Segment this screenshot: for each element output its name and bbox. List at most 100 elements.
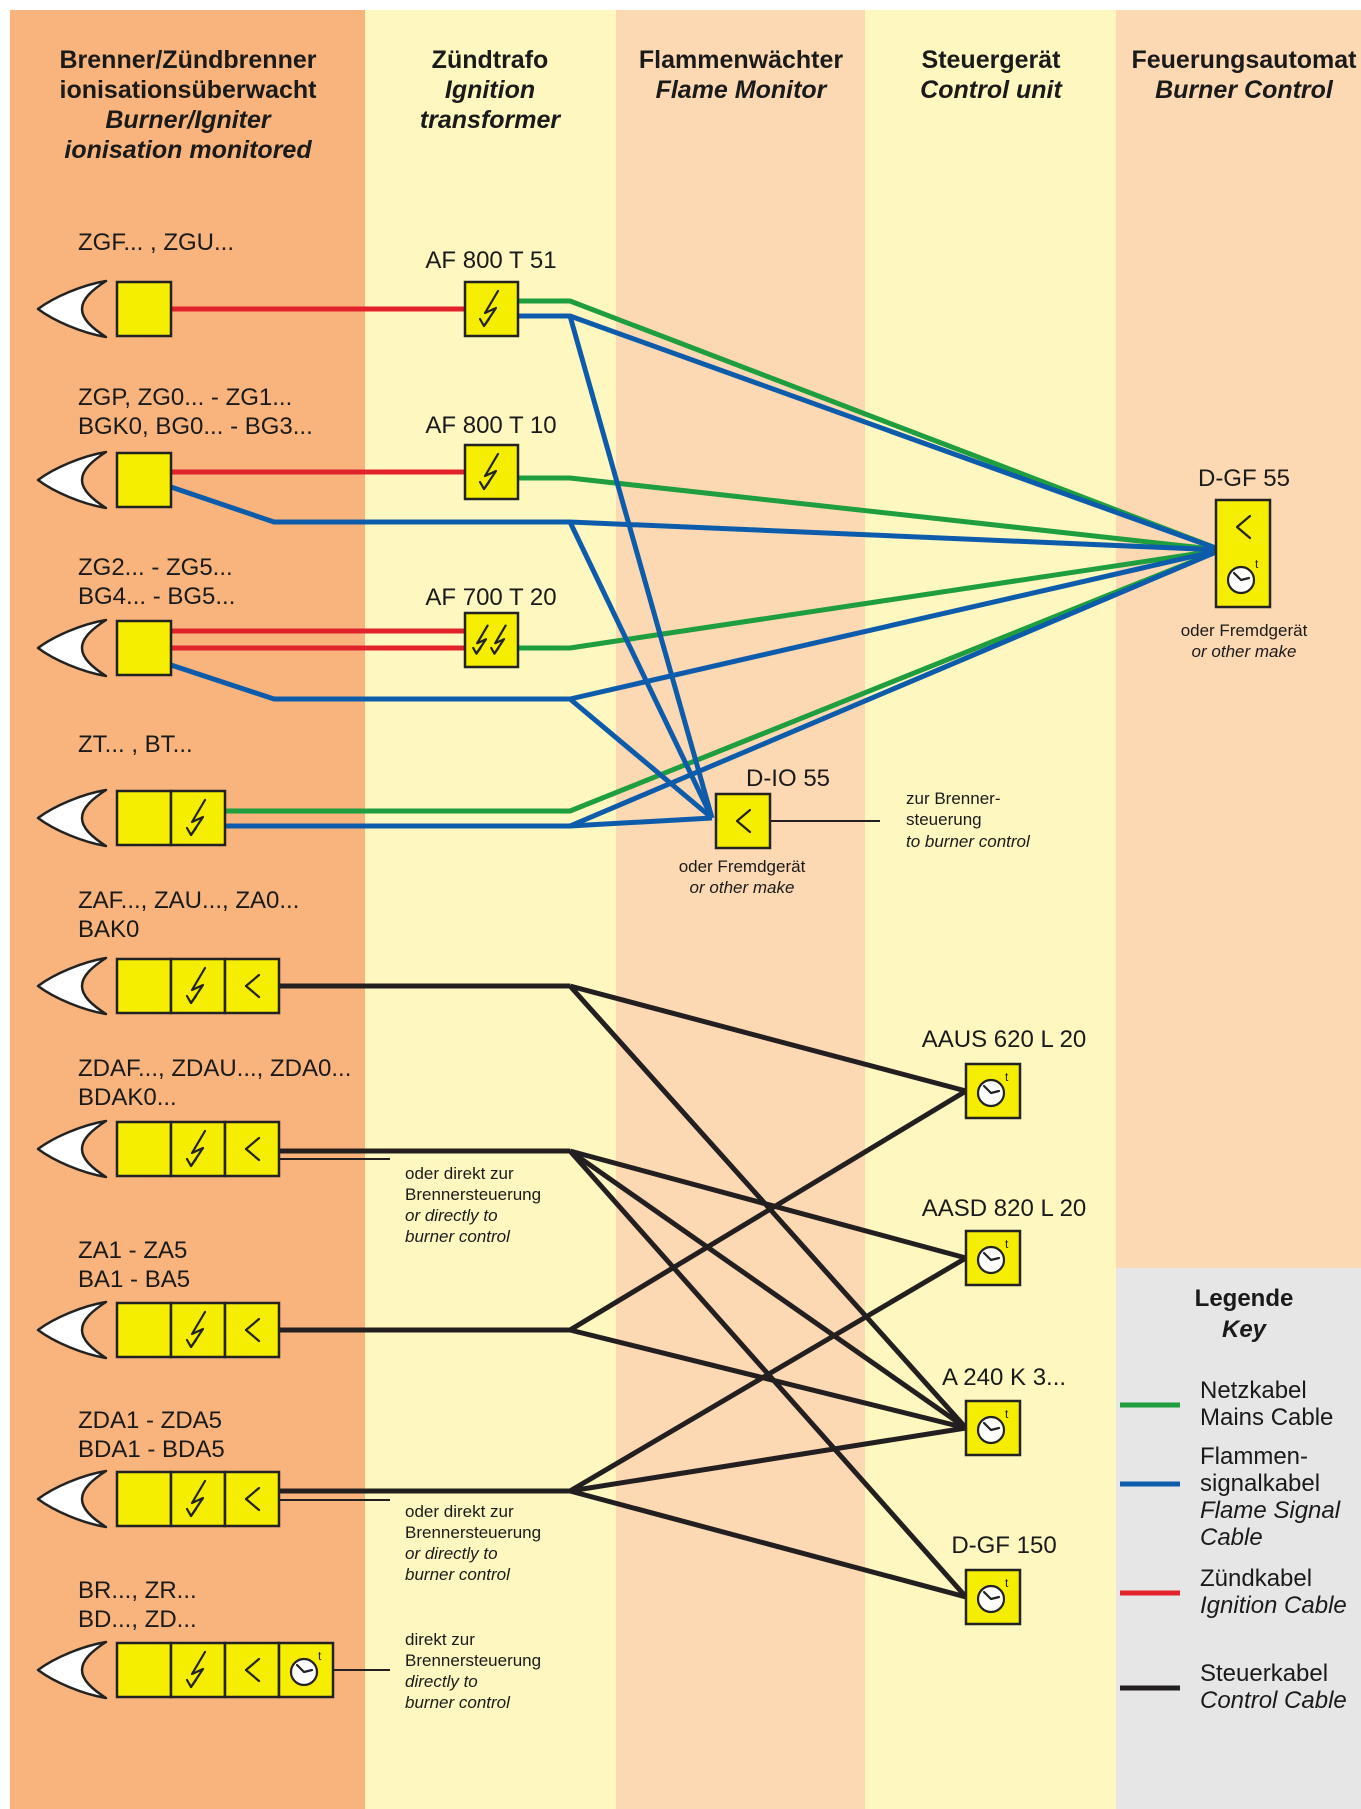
timer-mark: t [1005, 1407, 1009, 1421]
burner-label: ZDAF..., ZDAU..., ZDA0... [78, 1055, 351, 1082]
burner-2 [36, 450, 173, 510]
transformer-1 [463, 280, 520, 338]
output-note: steuerung [906, 810, 982, 829]
timer-mark: t [318, 1649, 322, 1663]
burner-cell [169, 1470, 227, 1528]
legend-label: Zündkabel [1200, 1565, 1312, 1592]
control-unit-label: AAUS 620 L 20 [922, 1026, 1087, 1053]
control-unit-1: t [964, 1062, 1022, 1120]
burner-cell [115, 1120, 173, 1178]
control-unit-label: AASD 820 L 20 [922, 1195, 1087, 1222]
burner-label: ZGP, ZG0... - ZG1... [78, 384, 292, 411]
control-cable [568, 1148, 968, 1431]
control-cable [569, 1488, 967, 1600]
burner-label: ZT... , BT... [78, 731, 193, 758]
burner-nozzle-icon [36, 956, 108, 1016]
burner-label: BD..., ZD... [78, 1606, 197, 1633]
flame-monitor [714, 792, 772, 850]
legend-title: Key [1222, 1316, 1268, 1343]
burner-cell [115, 1470, 173, 1528]
burner-5 [36, 956, 281, 1016]
lightning-icon [493, 624, 507, 655]
timer-mark: t [1005, 1576, 1009, 1590]
lightning-icon [189, 798, 207, 837]
column-header-en: Burner Control [1155, 76, 1334, 104]
burner-nozzle-icon [36, 788, 108, 848]
legend-title: Legende [1195, 1285, 1294, 1312]
lightning-icon [475, 624, 489, 655]
burner-label: ZA1 - ZA5 [78, 1237, 187, 1264]
column-header-de: Steuergerät [922, 46, 1062, 74]
burner-nozzle-icon [36, 1469, 108, 1529]
control-cable [569, 1425, 967, 1494]
burner-label: ZDA1 - ZDA5 [78, 1407, 222, 1434]
burner-cell [115, 451, 173, 509]
burner-cell [169, 1120, 227, 1178]
clock-hands [982, 1084, 1001, 1095]
arrow-head [185, 994, 198, 1005]
burner-control-note: oder Fremdgerät [1181, 621, 1308, 640]
flame-monitor-note: or other make [690, 878, 795, 897]
timer-mark: t [1005, 1070, 1009, 1084]
clock-hands [982, 1421, 1001, 1432]
column-header-en: Control unit [920, 76, 1063, 104]
flame-signal-cable [170, 547, 1222, 702]
arrow-head [185, 1507, 198, 1518]
burner-label: ZG2... - ZG5... [78, 554, 233, 581]
burner-nozzle-icon [36, 1640, 108, 1700]
burner-label: BDAK0... [78, 1084, 177, 1111]
output-note: to burner control [906, 832, 1031, 851]
control-unit-label: A 240 K 3... [942, 1364, 1066, 1391]
arrow-head [478, 317, 491, 328]
flame-signal-cable [568, 697, 714, 820]
legend-label: Flammen- [1200, 1443, 1308, 1470]
arrow-head [185, 1338, 198, 1349]
burner-cell [169, 1301, 227, 1359]
burner-control-note: or other make [1192, 642, 1297, 661]
control-unit-3: t [964, 1399, 1022, 1457]
clock-hands [1232, 571, 1251, 582]
burner-cell [169, 957, 227, 1015]
arrow-head [490, 646, 500, 655]
flame-sensor-icon [244, 1657, 261, 1683]
burner-label: BAK0 [78, 916, 139, 943]
lightning-icon [482, 452, 500, 491]
column-header-de: ionisationsüberwacht [60, 76, 318, 104]
direct-note: oder direkt zur [405, 1502, 514, 1521]
direct-note: directly to [405, 1672, 478, 1691]
transformer-label: AF 700 T 20 [425, 584, 556, 611]
legend-label: Netzkabel [1200, 1377, 1307, 1404]
burner-cell [223, 1470, 281, 1528]
column-header-de: Feuerungsautomat [1131, 46, 1357, 74]
direct-note: burner control [405, 1227, 511, 1246]
legend-label: Control Cable [1200, 1687, 1347, 1714]
column-header-en: ionisation monitored [64, 136, 312, 164]
burner-label: BR..., ZR... [78, 1577, 197, 1604]
direct-note: oder direkt zur [405, 1164, 514, 1183]
burner-label: BDA1 - BDA5 [78, 1436, 225, 1463]
transformer-box [463, 611, 520, 669]
control-cable [569, 983, 967, 1094]
control-unit-box [964, 1568, 1022, 1626]
burner-8 [36, 1469, 281, 1529]
burner-label: BG4... - BG5... [78, 583, 235, 610]
flame-monitor-note: oder Fremdgerät [679, 857, 806, 876]
arrow-head [478, 480, 491, 491]
legend-label: Flame Signal [1200, 1497, 1341, 1524]
flame-signal-cable [567, 520, 715, 820]
flame-sensor-icon [244, 973, 261, 999]
direct-note: Brennersteuerung [405, 1185, 541, 1204]
flame-monitor-box [714, 792, 772, 850]
burner-cell [115, 280, 173, 338]
control-cable [569, 1148, 967, 1261]
flame-signal-cable [170, 484, 1222, 553]
legend-panel [1116, 1268, 1361, 1809]
timer-mark: t [1255, 557, 1259, 571]
lightning-icon [189, 966, 207, 1005]
burner-label: BA1 - BA5 [78, 1266, 190, 1293]
burner-label: ZGF... , ZGU... [78, 229, 234, 256]
column-3-background [616, 10, 865, 1809]
